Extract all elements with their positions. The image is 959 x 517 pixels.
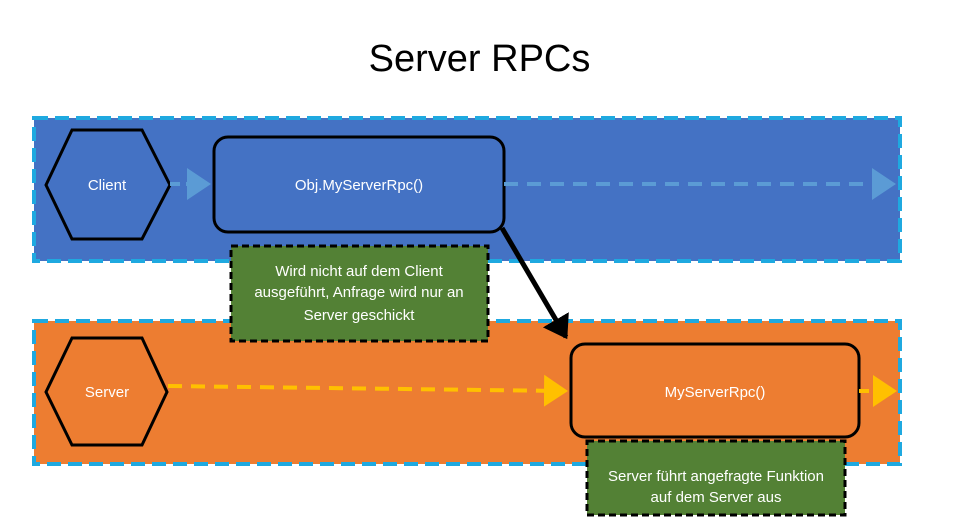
client-note-line-1: Wird nicht auf dem Client [275,263,443,280]
client-call-label: Obj.MyServerRpc() [295,177,423,194]
server-to-call-arrow [167,374,568,407]
client-node-label: Client [88,177,127,194]
client-note-line-3: Server geschickt [304,307,416,324]
rpc-request-arrow [499,226,569,340]
server-note [585,439,847,517]
server-note-line-1: Server führt angefragte Funktion [608,468,824,485]
client-note [229,244,490,343]
server-node [44,336,169,447]
client-node [44,128,172,241]
client-note-line-2: ausgeführt, Anfrage wird nur an [254,284,463,301]
server-call-label: MyServerRpc() [665,384,766,401]
server-note-line-2: auf dem Server aus [651,489,782,506]
server-node-label: Server [85,384,129,401]
diagram-title: Server RPCs [368,38,591,80]
